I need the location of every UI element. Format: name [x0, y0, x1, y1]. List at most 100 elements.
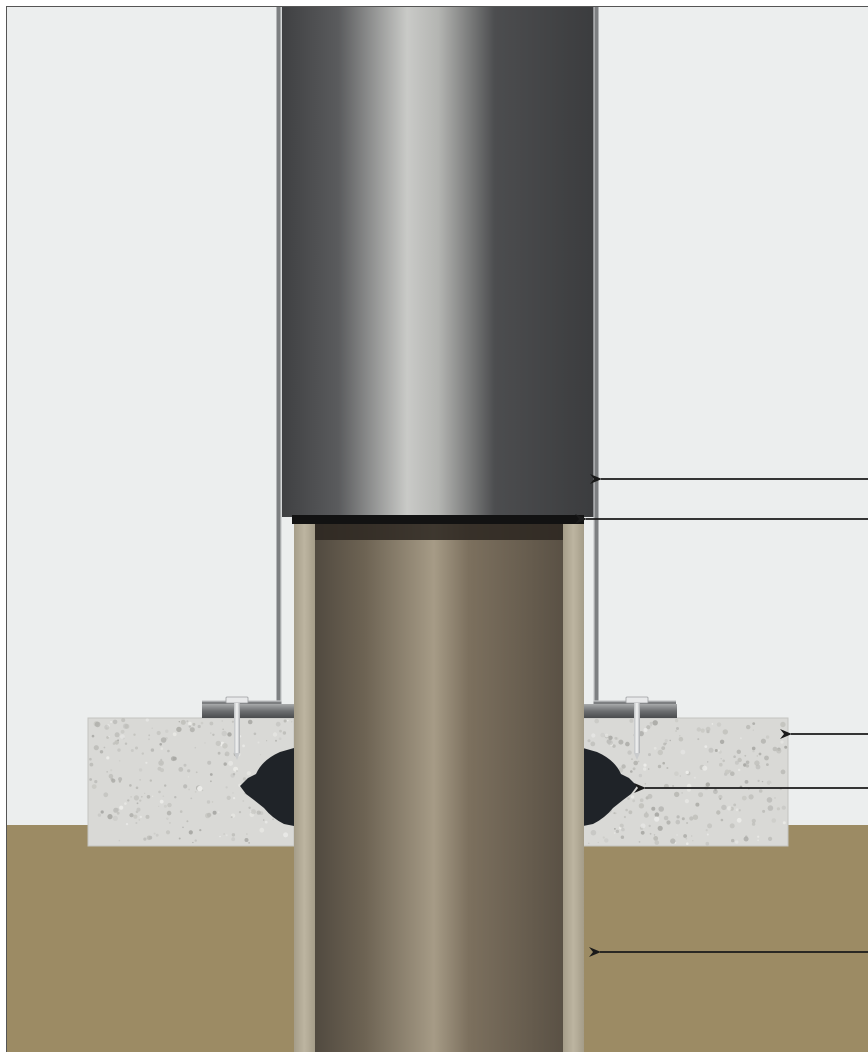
concrete-speckle — [118, 780, 122, 783]
concrete-speckle — [148, 738, 150, 741]
concrete-speckle — [727, 806, 732, 811]
concrete-speckle — [604, 733, 609, 738]
concrete-speckle — [623, 815, 627, 819]
concrete-speckle — [209, 773, 213, 776]
concrete-speckle — [106, 756, 110, 760]
concrete-speckle — [736, 749, 741, 754]
concrete-speckle — [112, 815, 118, 822]
concrete-speckle — [772, 746, 778, 752]
concrete-speckle — [735, 808, 739, 812]
concrete-speckle — [754, 760, 760, 766]
concrete-speckle — [139, 815, 142, 819]
concrete-speckle — [702, 765, 708, 771]
pipe-wall-left — [294, 524, 315, 1052]
concrete-speckle — [141, 752, 144, 755]
concrete-speckle — [705, 726, 711, 732]
concrete-speckle — [146, 835, 152, 841]
concrete-speckle — [621, 827, 625, 832]
concrete-speckle — [643, 767, 647, 771]
concrete-speckle — [774, 797, 776, 799]
concrete-speckle — [110, 721, 113, 723]
concrete-speckle — [751, 818, 756, 824]
concrete-speckle — [116, 811, 120, 815]
concrete-speckle — [188, 830, 193, 835]
concrete-speckle — [674, 771, 679, 776]
concrete-speckle — [686, 822, 689, 824]
concrete-speckle — [651, 806, 656, 811]
concrete-speckle — [115, 807, 119, 812]
concrete-speckle — [225, 834, 228, 837]
concrete-speckle — [696, 727, 701, 732]
concrete-speckle — [716, 810, 721, 815]
concrete-speckle — [647, 793, 653, 799]
concrete-speckle — [100, 810, 104, 814]
concrete-speckle — [730, 771, 735, 776]
concrete-speckle — [108, 773, 114, 779]
concrete-speckle — [654, 812, 660, 817]
sleeve-wall-right — [593, 7, 676, 706]
concrete-speckle — [648, 753, 651, 757]
concrete-speckle — [232, 773, 236, 776]
concrete-speckle — [755, 764, 761, 770]
concrete-speckle — [246, 833, 248, 835]
concrete-speckle — [224, 751, 230, 757]
anchor-bolt-right — [625, 696, 649, 760]
concrete-speckle — [139, 799, 142, 802]
concrete-speckle — [93, 745, 99, 751]
concrete-speckle — [159, 799, 164, 804]
concrete-speckle — [680, 749, 686, 755]
concrete-speckle — [155, 833, 159, 837]
concrete-speckle — [587, 739, 591, 743]
concrete-speckle — [731, 838, 735, 843]
concrete-speckle — [618, 739, 624, 745]
concrete-speckle — [705, 841, 710, 846]
concrete-speckle — [189, 727, 195, 733]
concrete-speckle — [127, 799, 130, 802]
concrete-speckle — [110, 769, 113, 772]
concrete-speckle — [707, 823, 713, 829]
concrete-speckle — [282, 731, 287, 735]
concrete-speckle — [628, 810, 633, 815]
concrete-speckle — [222, 743, 228, 749]
concrete-speckle — [172, 756, 177, 761]
concrete-speckle — [125, 822, 129, 826]
concrete-speckle — [119, 805, 124, 810]
concrete-speckle — [199, 829, 202, 832]
concrete-speckle — [766, 763, 769, 766]
concrete-speckle — [89, 757, 92, 761]
concrete-speckle — [207, 760, 212, 765]
concrete-speckle — [638, 773, 643, 778]
concrete-speckle — [602, 836, 605, 839]
concrete-speckle — [279, 729, 282, 733]
concrete-speckle — [681, 817, 685, 821]
concrete-speckle — [639, 798, 644, 802]
concrete-speckle — [238, 811, 242, 814]
concrete-speckle — [757, 839, 759, 842]
concrete-speckle — [590, 741, 596, 747]
concrete-speckle — [736, 817, 742, 823]
concrete-speckle — [613, 832, 616, 834]
concrete-speckle — [242, 800, 245, 802]
concrete-speckle — [133, 814, 138, 819]
concrete-speckle — [117, 748, 121, 752]
concrete-speckle — [615, 829, 620, 834]
concrete-speckle — [223, 833, 225, 835]
concrete-speckle — [124, 802, 127, 805]
concrete-speckle — [158, 805, 160, 807]
concrete-speckle — [183, 763, 187, 767]
concrete-speckle — [676, 834, 678, 836]
concrete-speckle — [738, 768, 741, 772]
concrete-speckle — [654, 840, 660, 845]
concrete-speckle — [91, 784, 97, 789]
concrete-speckle — [146, 795, 151, 799]
concrete-speckle — [206, 800, 211, 804]
concrete-speckle — [752, 750, 755, 753]
concrete-speckle — [144, 792, 146, 794]
concrete-speckle — [776, 807, 781, 811]
concrete-speckle — [679, 735, 681, 737]
concrete-speckle — [206, 812, 212, 818]
concrete-speckle — [246, 771, 251, 776]
concrete-speckle — [250, 809, 256, 815]
concrete-speckle — [179, 810, 183, 813]
concrete-speckle — [182, 826, 184, 829]
